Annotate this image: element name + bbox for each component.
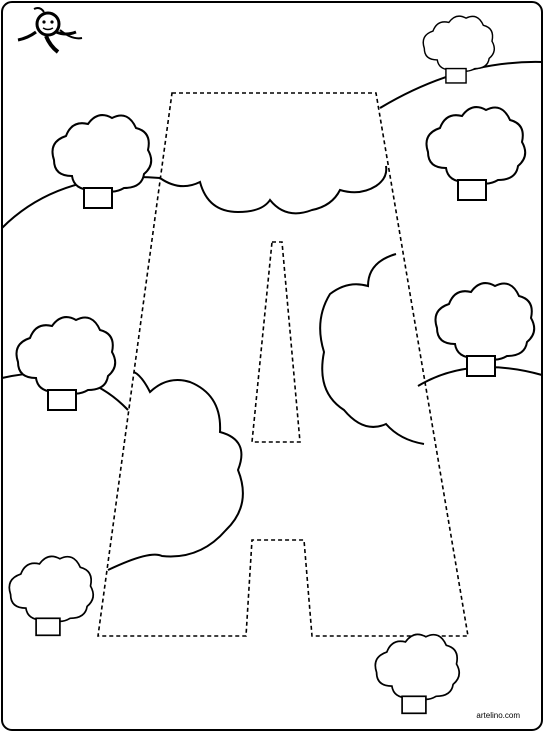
tree-top-left: [51, 114, 153, 209]
tree-right-upper: [425, 106, 527, 201]
tree-left-middle: [15, 316, 117, 411]
tree-bottom-left: [8, 555, 95, 637]
cloud-top: [159, 165, 388, 215]
credit-text: artelino.com: [476, 711, 520, 720]
tree-right-middle: [434, 282, 536, 377]
tree-top-right: [422, 15, 496, 84]
cloud-left-big: [107, 371, 244, 571]
letter-a-counter: [251, 241, 301, 443]
tree-bottom-right: [374, 633, 461, 715]
letter-a-outline: [97, 92, 469, 637]
artelino-logo: [17, 7, 83, 54]
cloud-right: [319, 253, 425, 445]
